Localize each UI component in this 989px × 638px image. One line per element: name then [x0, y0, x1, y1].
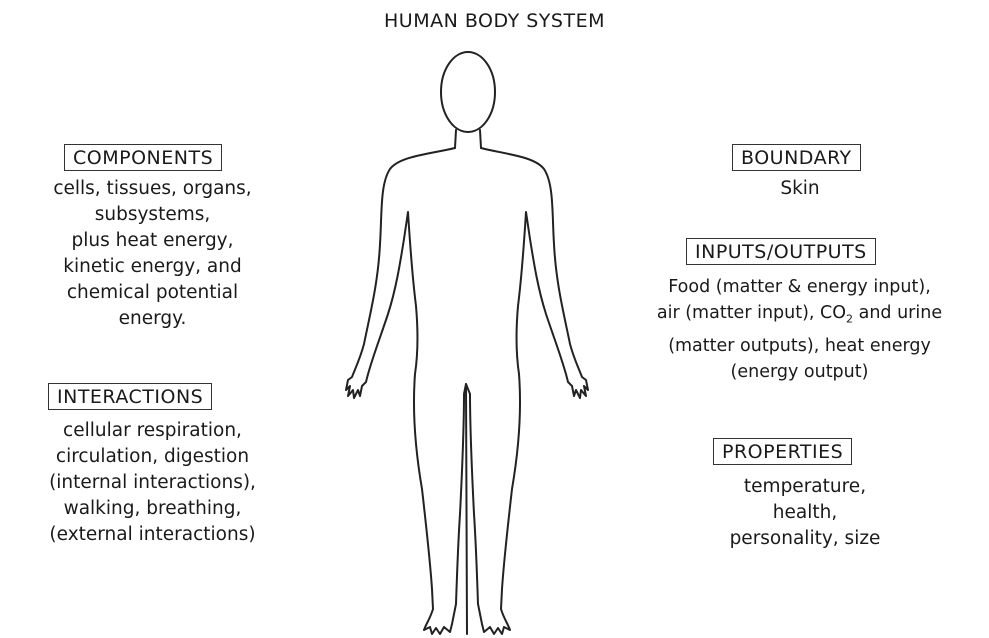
components-line: subsystems, — [0, 202, 305, 228]
interactions-line: cellular respiration, — [0, 418, 305, 444]
properties-heading: PROPERTIES — [722, 441, 843, 463]
interactions-line: circulation, digestion — [0, 444, 305, 470]
boundary-text: Skin — [700, 176, 900, 202]
properties-line: temperature, — [690, 474, 920, 500]
interactions-line: (internal interactions), — [0, 470, 305, 496]
components-line: kinetic energy, and — [0, 254, 305, 280]
components-line: energy. — [0, 306, 305, 332]
human-body-outline — [330, 44, 600, 638]
diagram-title: HUMAN BODY SYSTEM — [0, 10, 989, 32]
interactions-text: cellular respiration, circulation, diges… — [0, 418, 305, 548]
inputs-outputs-heading-box: INPUTS/OUTPUTS — [686, 238, 876, 265]
components-line: chemical potential — [0, 280, 305, 306]
components-line: cells, tissues, organs, — [0, 176, 305, 202]
co2-suffix: and urine — [853, 303, 942, 323]
inputs-outputs-text: Food (matter & energy input), air (matte… — [610, 274, 989, 385]
interactions-line: walking, breathing, — [0, 496, 305, 522]
inputs-outputs-line: Food (matter & energy input), — [610, 274, 989, 300]
properties-text: temperature, health, personality, size — [690, 474, 920, 552]
inputs-outputs-line-co2: air (matter input), CO2 and urine — [610, 300, 989, 333]
interactions-heading: INTERACTIONS — [57, 386, 203, 408]
components-text: cells, tissues, organs, subsystems, plus… — [0, 176, 305, 332]
interactions-heading-box: INTERACTIONS — [48, 383, 212, 410]
boundary-line: Skin — [700, 176, 900, 202]
components-heading-box: COMPONENTS — [64, 144, 222, 171]
components-heading: COMPONENTS — [73, 147, 213, 169]
co2-prefix: air (matter input), CO — [657, 303, 846, 323]
inputs-outputs-line: (matter outputs), heat energy — [610, 333, 989, 359]
co2-subscript: 2 — [846, 313, 853, 326]
inputs-outputs-heading: INPUTS/OUTPUTS — [695, 241, 867, 263]
boundary-heading: BOUNDARY — [741, 147, 852, 169]
boundary-heading-box: BOUNDARY — [732, 144, 861, 171]
head-outline — [441, 52, 495, 132]
components-line: plus heat energy, — [0, 228, 305, 254]
leg-split-line — [466, 384, 467, 634]
properties-line: personality, size — [690, 526, 920, 552]
properties-heading-box: PROPERTIES — [713, 438, 852, 465]
inputs-outputs-line: (energy output) — [610, 359, 989, 385]
interactions-line: (external interactions) — [0, 522, 305, 548]
properties-line: health, — [690, 500, 920, 526]
